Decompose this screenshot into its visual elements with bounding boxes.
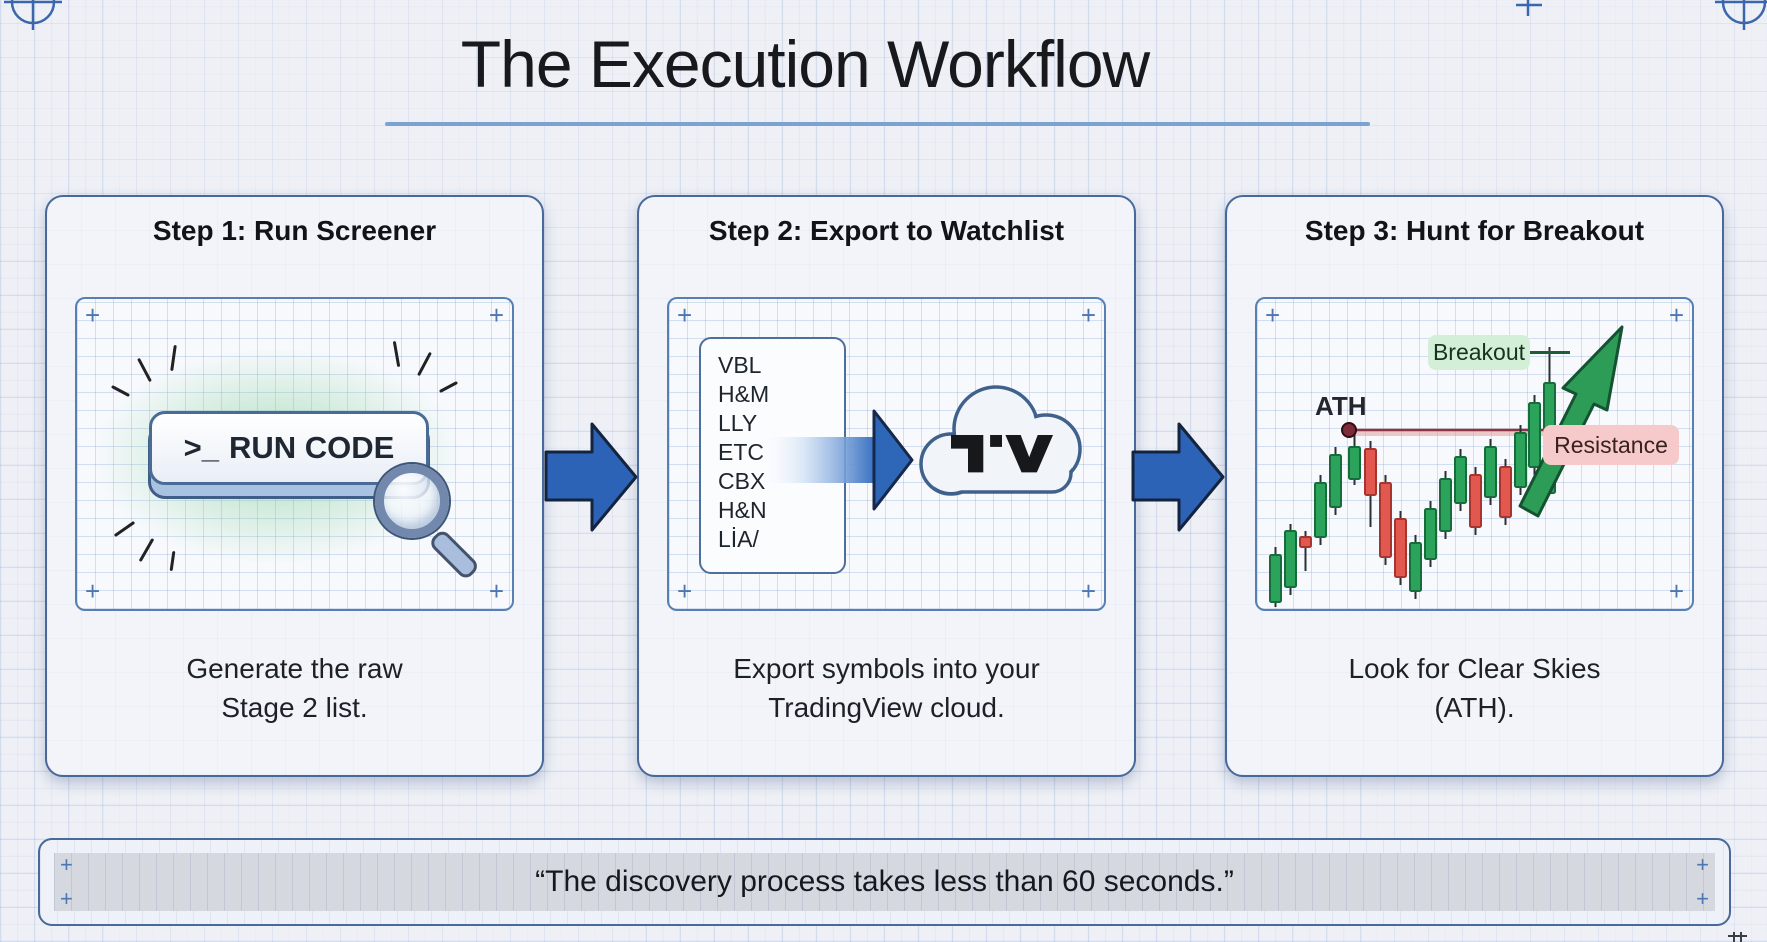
candle-body bbox=[1499, 466, 1512, 518]
ticker-item: H&N bbox=[718, 497, 767, 523]
corner-plus-icon: + bbox=[677, 300, 693, 330]
ticker-item: ETC bbox=[718, 439, 764, 465]
quote-bar-inner: + + + + “The discovery process takes les… bbox=[54, 853, 1715, 911]
candle-body bbox=[1469, 474, 1482, 528]
corner-plus-icon: + bbox=[1696, 886, 1709, 911]
step3-panel: + + + ATH Breakout Resistance bbox=[1255, 297, 1694, 611]
step2-heading: Step 2: Export to Watchlist bbox=[708, 215, 1065, 246]
step3-card: Step 3: Hunt for Breakout + + + ATH Brea… bbox=[1225, 195, 1724, 777]
corner-plus-icon: + bbox=[488, 300, 504, 330]
ticker-item: LİA/ bbox=[718, 526, 759, 552]
candle-body bbox=[1329, 454, 1342, 508]
breakout-connector-line bbox=[1530, 351, 1570, 354]
quote-bar: + + + + “The discovery process takes les… bbox=[38, 838, 1731, 926]
candle-body bbox=[1269, 554, 1282, 603]
corner-plus-icon: + bbox=[85, 300, 101, 330]
step2-card: Step 2: Export to Watchlist + + + + VBL H… bbox=[637, 195, 1136, 777]
export-arrow-tail bbox=[757, 437, 874, 483]
corner-plus-icon: + bbox=[60, 852, 73, 877]
step3-heading: Step 3: Hunt for Breakout bbox=[1304, 215, 1645, 246]
corner-plus-icon: + bbox=[1696, 852, 1709, 877]
ath-label: ATH bbox=[1315, 391, 1367, 421]
export-arrow-head bbox=[872, 409, 914, 511]
candle-body bbox=[1514, 432, 1527, 488]
candle-body bbox=[1454, 456, 1467, 504]
candle-body bbox=[1348, 446, 1361, 480]
crop-mark-bottom-right bbox=[1728, 932, 1747, 942]
candle-body bbox=[1314, 482, 1327, 538]
ticker-item: H&M bbox=[718, 381, 770, 407]
cloud-icon bbox=[919, 385, 1082, 496]
candle-body bbox=[1439, 478, 1452, 532]
candlesticks bbox=[1269, 347, 1556, 607]
resistance-band bbox=[1349, 429, 1669, 436]
candle-body bbox=[1364, 448, 1377, 496]
title-underline bbox=[385, 122, 1370, 126]
step1-card: Step 1: Run Screener + + + + >_ RUN CODE… bbox=[45, 195, 544, 777]
run-code-label: RUN CODE bbox=[229, 430, 395, 465]
corner-plus-icon: + bbox=[60, 886, 73, 911]
candle-body bbox=[1379, 482, 1392, 558]
step1-panel: + + + + >_ RUN CODE bbox=[75, 297, 514, 611]
page-title: The Execution Workflow bbox=[460, 27, 1150, 101]
step3-caption: Look for Clear Skies (ATH). bbox=[1348, 653, 1601, 723]
breakout-label: Breakout bbox=[1428, 335, 1530, 370]
run-code-button[interactable]: >_ RUN CODE bbox=[149, 411, 429, 485]
corner-plus-icon: + bbox=[1668, 300, 1684, 330]
registration-mark-top-left bbox=[4, 0, 62, 30]
ath-dot bbox=[1341, 422, 1357, 438]
export-arrow-and-cloud bbox=[757, 385, 1082, 511]
registration-mark-top-mid bbox=[1516, 0, 1542, 16]
candle-body bbox=[1299, 536, 1312, 548]
resistance-label: Resistance bbox=[1543, 425, 1679, 465]
ticker-item: VBL bbox=[718, 352, 762, 378]
corner-plus-icon: + bbox=[488, 576, 504, 606]
step1-heading: Step 1: Run Screener bbox=[152, 215, 437, 246]
candle-body bbox=[1284, 530, 1297, 588]
breakout-arrow-icon bbox=[1518, 325, 1624, 518]
terminal-prompt-icon: >_ bbox=[183, 430, 219, 465]
candle-body bbox=[1528, 402, 1541, 468]
corner-plus-icon: + bbox=[1265, 300, 1281, 330]
candle-body bbox=[1409, 542, 1422, 592]
corner-plus-icon: + bbox=[1668, 576, 1684, 606]
flow-arrow-2 bbox=[1131, 422, 1225, 532]
candle-body bbox=[1484, 446, 1497, 498]
corner-plus-icon: + bbox=[1080, 576, 1096, 606]
corner-plus-icon: + bbox=[677, 576, 693, 606]
registration-mark-top-right bbox=[1715, 0, 1767, 30]
step1-caption: Generate the raw Stage 2 list. bbox=[186, 653, 403, 723]
quote-text: “The discovery process takes less than 6… bbox=[535, 865, 1234, 898]
candle-body bbox=[1394, 518, 1407, 578]
corner-plus-icon: + bbox=[1080, 300, 1096, 330]
magnifier-icon bbox=[375, 464, 449, 538]
tradingview-logo-icon bbox=[951, 435, 1053, 473]
candle-body bbox=[1424, 508, 1437, 560]
corner-plus-icon: + bbox=[85, 576, 101, 606]
step2-caption: Export symbols into your TradingView clo… bbox=[733, 653, 1040, 723]
flow-arrow-1 bbox=[544, 422, 638, 532]
ticker-item: LLY bbox=[718, 410, 758, 436]
